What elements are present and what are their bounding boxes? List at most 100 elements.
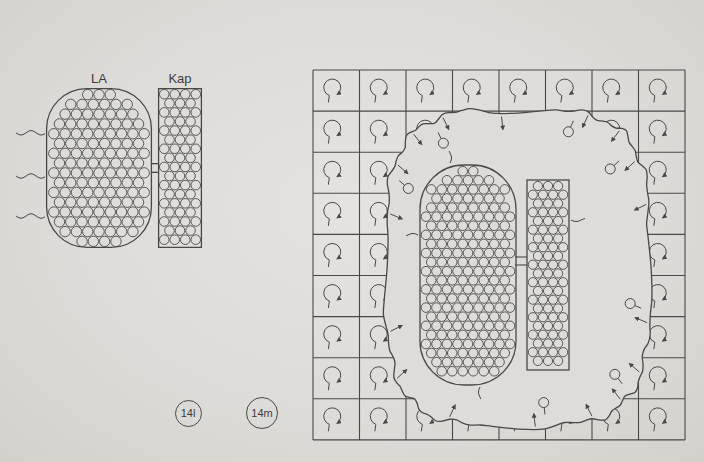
blood-cell <box>458 276 468 286</box>
blood-cell <box>432 212 442 222</box>
blood-cell <box>426 257 436 267</box>
diffusion-marks <box>390 115 647 426</box>
blood-cell <box>133 197 143 207</box>
shape-label: Kap <box>168 70 191 88</box>
blood-cell <box>94 129 104 139</box>
air-sac-shape: LA <box>46 70 152 248</box>
blood-cell <box>453 285 463 295</box>
blood-cell <box>528 278 537 287</box>
blood-cell <box>116 148 126 158</box>
blood-cell <box>122 177 132 187</box>
circulation-arc <box>324 326 341 342</box>
blood-cell <box>458 239 468 249</box>
circulation-arc <box>324 120 341 136</box>
blood-cell <box>71 168 81 178</box>
grid-line <box>313 111 685 112</box>
blood-cell <box>71 207 81 217</box>
blood-cell <box>559 278 568 287</box>
blood-cell <box>170 235 180 245</box>
blood-cell <box>99 217 109 227</box>
blood-cell <box>437 185 447 195</box>
blood-cell <box>88 138 98 148</box>
blood-cell <box>453 321 463 331</box>
blood-cell <box>463 321 473 331</box>
gas-molecule <box>605 164 615 174</box>
blood-cell <box>505 339 515 349</box>
blood-cell <box>484 285 494 295</box>
blood-cell <box>49 168 59 178</box>
blood-cell <box>468 312 478 322</box>
airway-line <box>406 234 418 236</box>
blood-cell <box>175 98 185 108</box>
blood-cell <box>458 221 468 231</box>
blood-cell <box>165 226 175 236</box>
blood-cell <box>543 234 552 243</box>
circulation-arrow <box>370 120 387 143</box>
blood-cell <box>191 235 201 245</box>
diffusion-arrow <box>625 162 635 171</box>
circulation-stem <box>328 96 329 103</box>
blood-cell <box>180 217 190 227</box>
blood-cell <box>554 199 563 208</box>
blood-cell <box>538 278 547 287</box>
blood-cell <box>533 339 542 348</box>
blood-cell <box>105 207 115 217</box>
blood-cell <box>538 348 547 357</box>
blood-cell <box>474 339 484 349</box>
blood-cell <box>186 98 196 108</box>
blood-cell <box>458 257 468 267</box>
blood-cell <box>191 89 201 99</box>
blood-cell <box>474 266 484 276</box>
blood-cell <box>426 185 436 195</box>
blood-cell <box>447 203 457 213</box>
blood-cell <box>191 180 201 190</box>
blood-cell <box>128 129 138 139</box>
circulation-stem <box>375 178 376 185</box>
blood-cell <box>474 321 484 331</box>
blood-cell <box>463 212 473 222</box>
blood-cell <box>60 148 70 158</box>
circulation-arrow <box>324 285 341 308</box>
gas-molecule <box>610 369 620 379</box>
blood-cell <box>437 276 447 286</box>
grid-line <box>313 439 685 440</box>
blood-cell <box>495 212 505 222</box>
circulation-stem <box>328 383 329 390</box>
capillary-drawing <box>158 88 202 248</box>
blood-cell <box>88 119 98 129</box>
circulation-arrow <box>603 79 620 102</box>
blood-cell <box>495 357 505 367</box>
blood-cell <box>77 197 87 207</box>
blood-cell <box>54 197 64 207</box>
diffusion-arrow <box>390 214 402 219</box>
blood-cell <box>559 225 568 234</box>
blood-cell <box>458 166 468 176</box>
blood-cell <box>543 321 552 330</box>
circulation-stem <box>654 424 655 431</box>
diffusion-arrow <box>612 389 620 399</box>
blood-cell <box>533 269 542 278</box>
blood-cell <box>71 109 81 119</box>
blood-cell <box>111 158 121 168</box>
blood-cell <box>468 348 478 358</box>
blood-cell <box>432 266 442 276</box>
blood-cell <box>426 276 436 286</box>
blood-cell <box>49 187 59 197</box>
blood-cell <box>421 248 431 258</box>
circulation-arrow <box>370 243 387 266</box>
blood-cell <box>447 221 457 231</box>
blood-cell <box>463 230 473 240</box>
blood-cell <box>83 109 93 119</box>
blood-cell <box>533 356 542 365</box>
blood-cell <box>500 257 510 267</box>
blood-cell <box>442 357 452 367</box>
diffusion-arrow <box>635 204 647 210</box>
blood-cell <box>426 203 436 213</box>
blood-cell <box>453 212 463 222</box>
circulation-arc <box>603 79 620 95</box>
blood-cell <box>495 321 505 331</box>
blood-cell <box>468 366 478 376</box>
circulation-arc <box>510 79 527 95</box>
blood-cell <box>421 212 431 222</box>
